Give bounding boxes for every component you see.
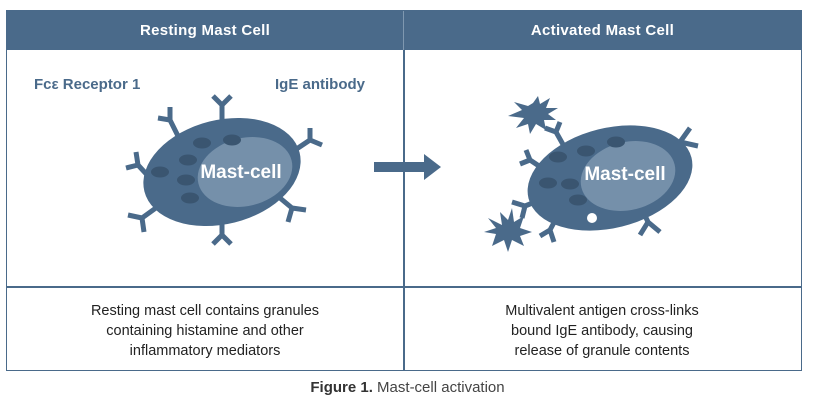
figure-number: Figure 1. [310,379,373,396]
cell-label-resting: Mast-cell [200,162,281,183]
antigen-icon [484,208,532,252]
antibody-icon [544,121,568,150]
header-resting: Resting Mast Cell [7,11,403,50]
figure-title: Mast-cell activation [372,379,505,396]
figure-table: Resting Mast Cell Activated Mast Cell Re… [6,10,802,371]
antibody-label: IgE antibody [275,76,365,93]
figure-caption: Figure 1. Mast-cell activation [0,379,815,396]
header-divider [403,11,404,50]
antigen-icon [508,96,558,134]
row-divider [7,286,801,288]
cell-label-activated: Mast-cell [584,164,665,185]
receptor-label: Fcε Receptor 1 [34,76,141,93]
caption-resting: Resting mast cell contains granules cont… [90,303,320,359]
header-activated: Activated Mast Cell [404,11,801,50]
column-divider [403,11,405,370]
antibody-icon [278,196,307,223]
caption-activated: Multivalent antigen cross-links bound Ig… [505,303,699,359]
